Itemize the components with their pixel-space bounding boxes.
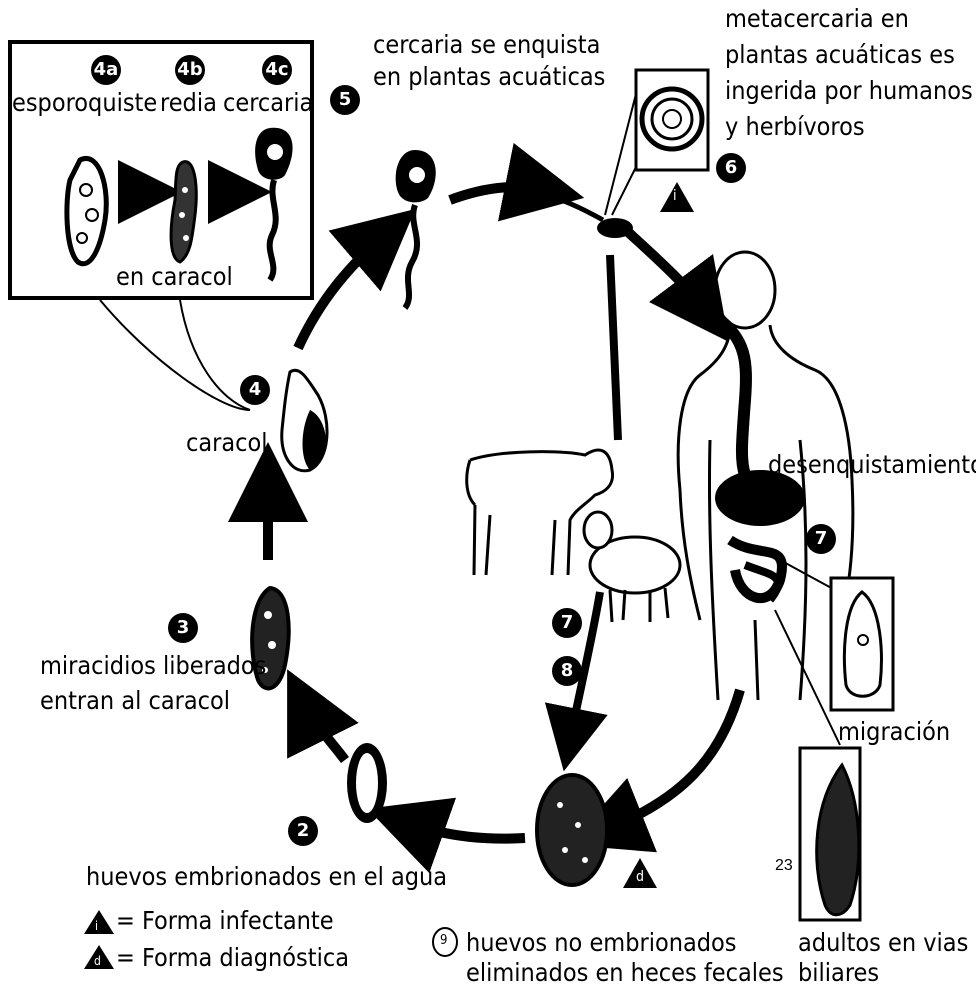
label-6-line3: ingerida por humanos (725, 76, 973, 105)
cercaria-figure-box (255, 128, 292, 280)
label-cercaria-box: cercaria (223, 88, 313, 117)
label-5-line1: cercaria se enquista (373, 30, 600, 59)
infective-marker (660, 182, 694, 212)
label-3-line2: entran al caracol (40, 686, 230, 715)
badge-5: 5 (330, 85, 360, 115)
label-eggs-line2: eliminados en heces fecales (466, 958, 784, 987)
embryonated-egg (347, 743, 387, 823)
label-6-line4: y herbívoros (725, 112, 865, 141)
cercaria-free-figure (396, 150, 436, 308)
spoon-figure (548, 196, 633, 238)
egg-icon-digit: 9 (440, 932, 447, 950)
label-migracion: migración (838, 717, 950, 746)
label-adultos-line1: adultos en vias (798, 928, 968, 957)
label-esporoquiste: esporoquiste (12, 88, 157, 117)
label-adultos-line2: biliares (798, 958, 879, 987)
snail-figure (282, 370, 327, 471)
badge-8: 8 (552, 656, 582, 686)
label-desenquistamiento: desenquistamiento (768, 450, 976, 479)
legend-infective-triangle (84, 910, 114, 934)
sporocyst-figure (67, 158, 106, 263)
badge-3: 3 (168, 613, 198, 643)
legend-i-symbol: i (95, 918, 98, 934)
marker-d-text: d (636, 867, 644, 887)
page-number: 23 (775, 857, 793, 875)
label-en-caracol: en caracol (116, 262, 233, 291)
marker-i-text: i (673, 186, 677, 206)
legend-diagnostic-text: = Forma diagnóstica (116, 943, 349, 972)
badge-7: 7 (552, 608, 582, 638)
badge-4: 4 (240, 375, 270, 405)
unembryonated-egg (537, 775, 607, 885)
metacercaria-box (636, 70, 708, 170)
badge-7-excyst: 7 (806, 524, 836, 554)
label-eggs-line1: huevos no embrionados (466, 928, 737, 957)
label-3-line1: miracidios liberados (40, 651, 266, 680)
badge-4b: 4b (175, 55, 205, 85)
label-6-line2: plantas acuáticas es (725, 40, 955, 69)
label-caracol: caracol (186, 428, 268, 457)
label-redia: redia (160, 88, 217, 117)
redia-figure (171, 162, 196, 262)
legend-infective-text: = Forma infectante (116, 906, 334, 935)
badge-4a: 4a (91, 55, 121, 85)
badge-2: 2 (288, 816, 318, 846)
label-5-line2: en plantas acuáticas (373, 62, 605, 91)
legend-d-symbol: d (94, 953, 101, 969)
badge-6: 6 (716, 153, 746, 183)
label-2: huevos embrionados en el agua (86, 862, 447, 891)
badge-4c: 4c (262, 55, 292, 85)
label-6-line1: metacercaria en (725, 4, 909, 33)
